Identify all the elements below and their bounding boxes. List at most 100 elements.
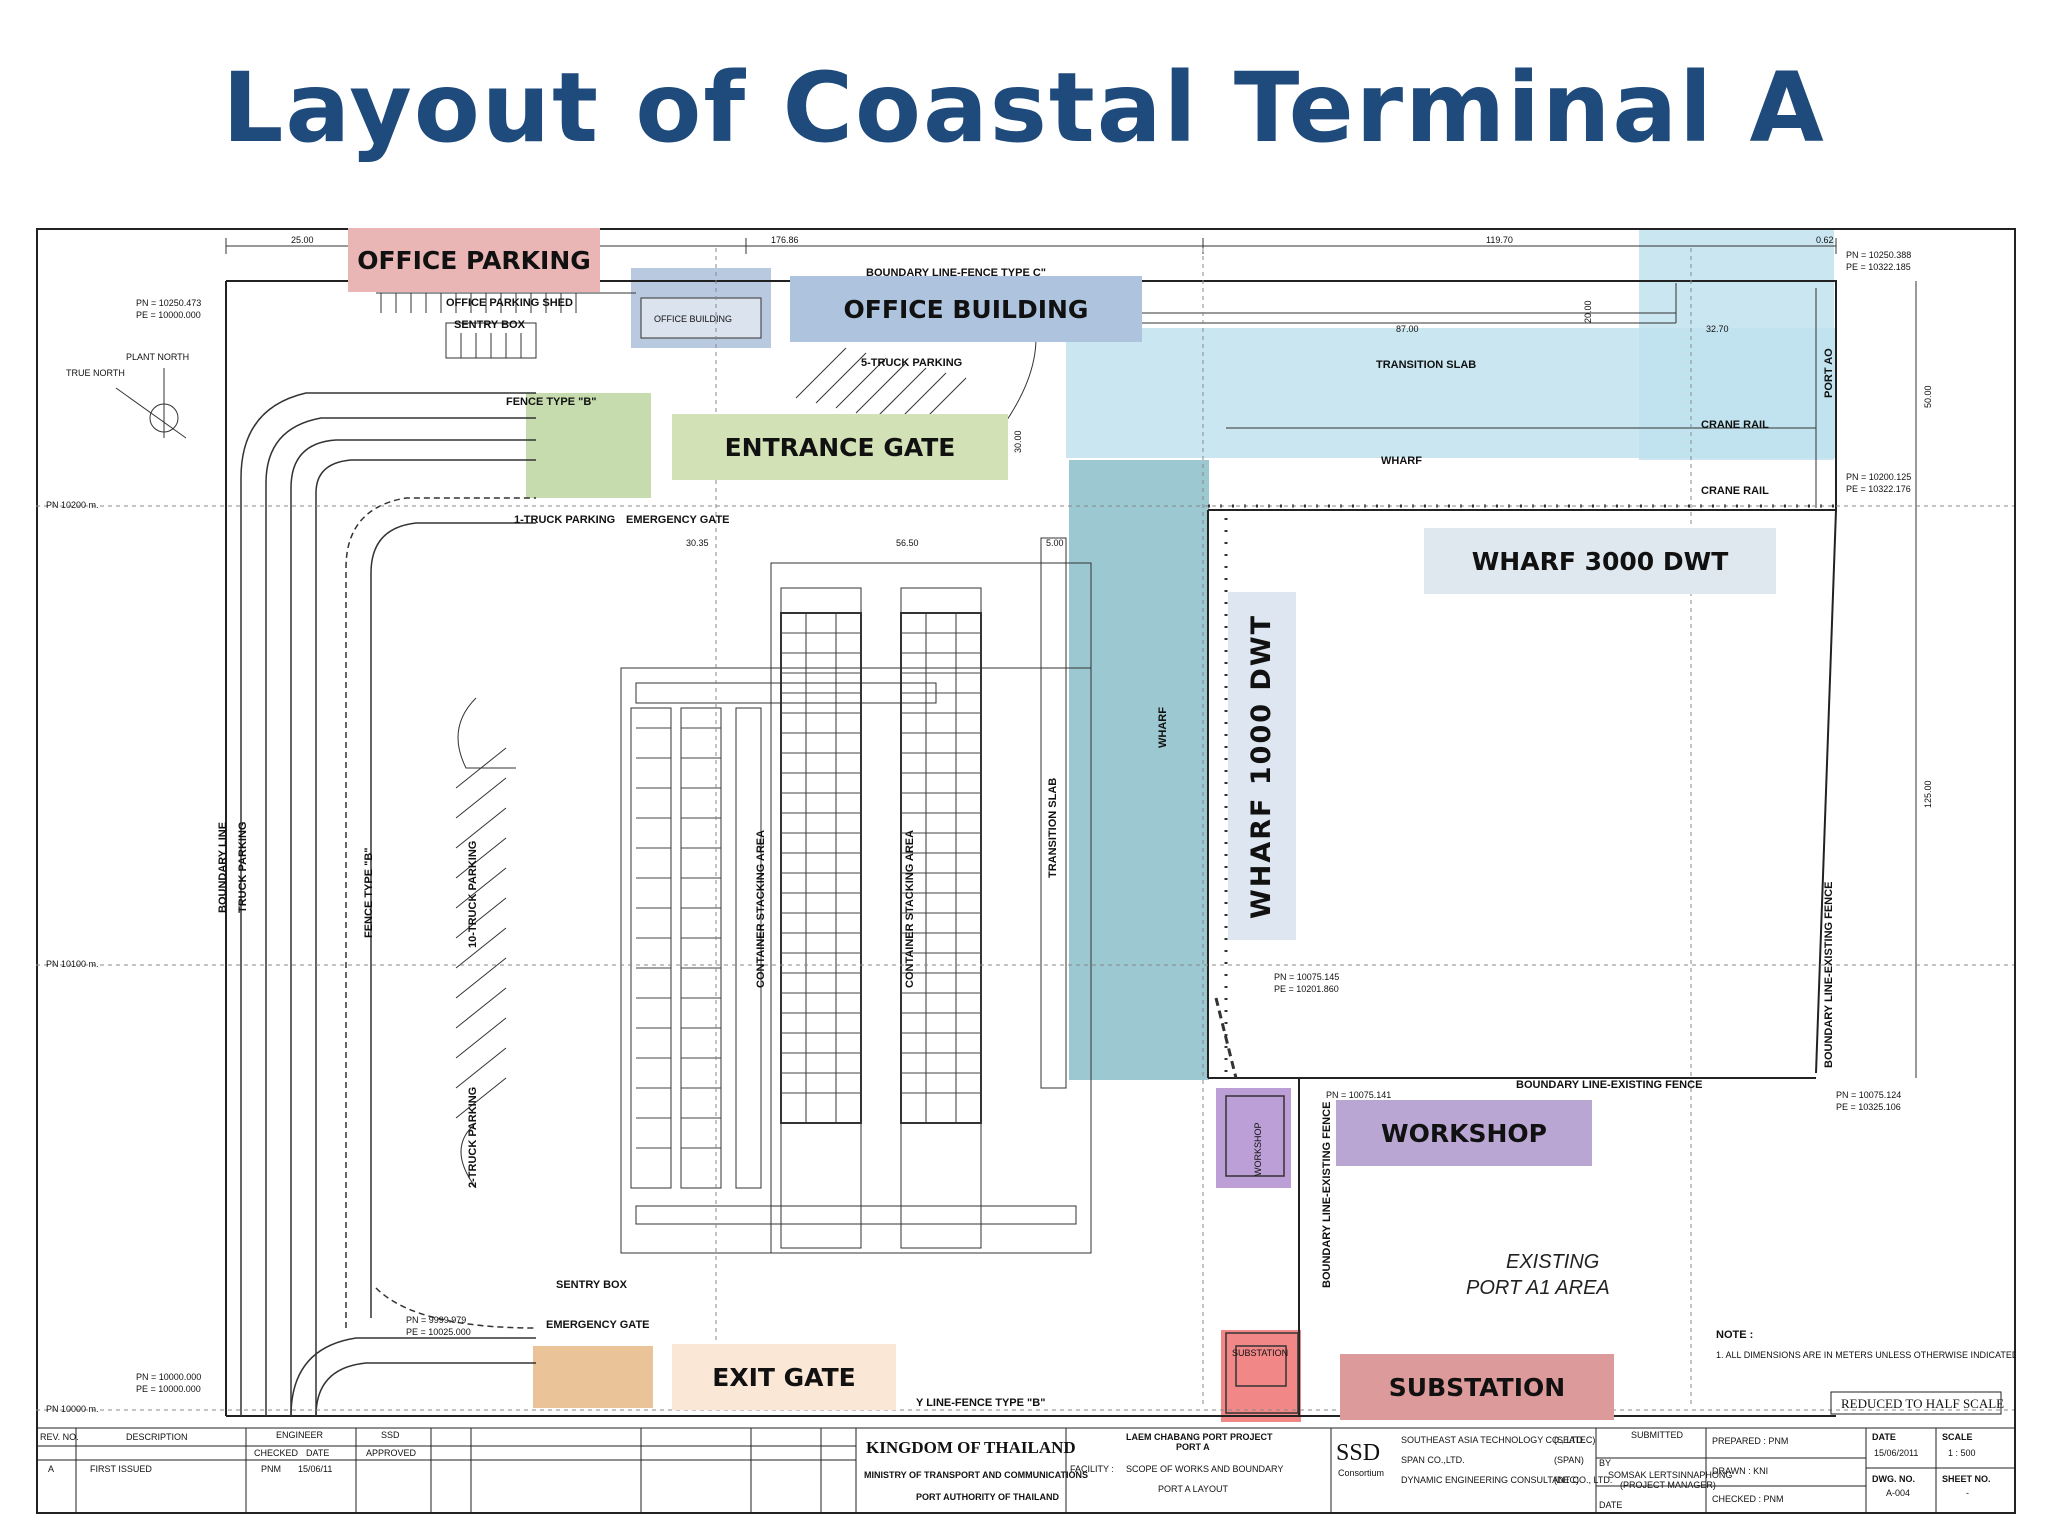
tb-submitted: SUBMITTED xyxy=(1631,1430,1684,1440)
boundary-fence-b-bottom-label: Y LINE-FENCE TYPE "B" xyxy=(916,1397,1045,1409)
five-truck-parking-label: 5-TRUCK PARKING xyxy=(861,357,962,369)
dim-50: 50.00 xyxy=(1923,385,1933,408)
drawing-border xyxy=(36,228,2016,1514)
grid-pn-10200: PN 10200 m. xyxy=(46,500,99,510)
exit-gate-callout: EXIT GATE xyxy=(672,1344,896,1410)
exit-gate-zone xyxy=(533,1346,653,1408)
tb-co2: SPAN CO.,LTD. xyxy=(1401,1455,1465,1465)
tb-ministry: MINISTRY OF TRANSPORT AND COMMUNICATIONS xyxy=(864,1470,1088,1480)
coord-5a: PN = 10075.141 xyxy=(1326,1090,1391,1100)
fence-type-b-vertical-label: FENCE TYPE "B" xyxy=(363,848,375,939)
coord-8b: PE = 10000.000 xyxy=(136,1384,201,1394)
cad-drawing-svg: OFFICE PARKING SHED SENTRY BOX FENCE TYP… xyxy=(36,228,2021,1514)
port-ao-label: PORT AO xyxy=(1823,348,1835,398)
plant-north-label: PLANT NORTH xyxy=(126,352,189,362)
tb-date: DATE xyxy=(306,1448,329,1458)
wharf-top-right-zone xyxy=(1639,230,1834,460)
page-title: Layout of Coastal Terminal A xyxy=(222,52,1826,164)
dim-119: 119.70 xyxy=(1486,235,1513,245)
boundary-line-label: BOUNDARY LINE xyxy=(217,822,229,913)
emergency-gate-label: EMERGENCY GATE xyxy=(626,514,730,526)
dim-20: 20.00 xyxy=(1583,300,1593,323)
coord-2b: PE = 10322.185 xyxy=(1846,262,1911,272)
tb-description: DESCRIPTION xyxy=(126,1432,188,1442)
tb-scope: SCOPE OF WORKS AND BOUNDARY xyxy=(1126,1464,1283,1474)
wharf-label: WHARF xyxy=(1381,455,1422,467)
coord-7b: PE = 10025.000 xyxy=(406,1327,471,1337)
dim-176: 176.86 xyxy=(771,235,799,245)
emergency-gate-bottom-label: EMERGENCY GATE xyxy=(546,1319,650,1331)
boundary-existing-fence-vertical-label: BOUNDARY LINE-EXISTING FENCE xyxy=(1321,1102,1333,1288)
coord-7a: PN = 9999.979 xyxy=(406,1315,466,1325)
entrance-gate-zone xyxy=(526,393,651,498)
ten-truck-parking xyxy=(455,697,516,1189)
sentry-box-bottom-label: SENTRY BOX xyxy=(556,1279,628,1291)
tb-checked-by: CHECKED : PNM xyxy=(1712,1494,1784,1504)
wharf-3000-callout: WHARF 3000 DWT xyxy=(1424,528,1776,594)
boundary-existing-fence-label: BOUNDARY LINE-EXISTING FENCE xyxy=(1516,1079,1702,1091)
ten-truck-parking-label: 10-TRUCK PARKING xyxy=(467,841,479,948)
reduced-scale-label: REDUCED TO HALF SCALE xyxy=(1841,1396,2004,1411)
title-block-lines xyxy=(36,1391,2014,1513)
coord-6b: PE = 10325.106 xyxy=(1836,1102,1901,1112)
tb-sheet-val: - xyxy=(1966,1488,1969,1498)
tb-co3s: (DEC) xyxy=(1554,1475,1579,1485)
grid-pn-10000: PN 10000 m. xyxy=(46,1404,99,1414)
coord-4a: PN = 10075.145 xyxy=(1274,972,1339,982)
tb-sheet-no: SHEET NO. xyxy=(1942,1474,1991,1484)
existing-port-label-1: EXISTING xyxy=(1506,1251,1599,1273)
container-stacking-label-2: CONTAINER STACKING AREA xyxy=(904,830,916,988)
dim-87: 87.00 xyxy=(1396,324,1419,334)
tb-co3: DYNAMIC ENGINEERING CONSULTANT CO., LTD. xyxy=(1401,1475,1612,1485)
tb-manager-title: (PROJECT MANAGER) xyxy=(1620,1480,1716,1490)
wharf-1000-callout-text: WHARF 1000 DWT xyxy=(1246,613,1278,919)
tb-port-a-layout: PORT A LAYOUT xyxy=(1158,1484,1229,1494)
dim-3035: 30.35 xyxy=(686,538,709,548)
dim-3270: 32.70 xyxy=(1706,324,1729,334)
substation-zone xyxy=(1221,1330,1301,1422)
coord-8a: PN = 10000.000 xyxy=(136,1372,201,1382)
port-layout-drawing: OFFICE PARKING SHED SENTRY BOX FENCE TYP… xyxy=(36,228,2021,1514)
office-parking-shed-label: OFFICE PARKING SHED xyxy=(446,297,573,309)
container-grid-rows xyxy=(636,632,981,1149)
crane-rail-label-2: CRANE RAIL xyxy=(1701,485,1769,497)
true-north-label: TRUE NORTH xyxy=(66,368,125,378)
office-building-callout: OFFICE BUILDING xyxy=(790,276,1142,342)
dim-30: 30.00 xyxy=(1013,430,1023,453)
tb-date-full: 15/06/2011 xyxy=(1874,1448,1918,1458)
dim-125: 125.00 xyxy=(1923,780,1933,808)
tb-ssd-logo: SSD xyxy=(1336,1440,1380,1466)
office-parking-callout: OFFICE PARKING xyxy=(348,228,600,292)
fence-type-b-label: FENCE TYPE "B" xyxy=(506,396,597,408)
entrance-gate-callout: ENTRANCE GATE xyxy=(672,414,1008,480)
coord-3a: PN = 10200.125 xyxy=(1846,472,1911,482)
tb-manager-name: SOMSAK LERTSINNAPHONG xyxy=(1608,1470,1732,1480)
substation-callout: SUBSTATION xyxy=(1340,1354,1614,1420)
tb-date-lbl: DATE xyxy=(1599,1500,1622,1510)
tb-dwg-no: DWG. NO. xyxy=(1872,1474,1915,1484)
tb-facility: FACILITY : xyxy=(1070,1464,1114,1474)
tb-co2s: (SPAN) xyxy=(1554,1455,1584,1465)
coord-1a: PN = 10250.473 xyxy=(136,298,201,308)
note-title: NOTE : xyxy=(1716,1329,1753,1341)
container-stacking-area xyxy=(620,537,1092,1254)
tb-prepared: PREPARED : PNM xyxy=(1712,1436,1788,1446)
coord-4b: PE = 10201.860 xyxy=(1274,984,1339,994)
tb-consortium: Consortium xyxy=(1338,1468,1384,1478)
tb-approved: APPROVED xyxy=(366,1448,417,1458)
tb-scale-hdr: SCALE xyxy=(1942,1432,1973,1442)
workshop-small-label: WORKSHOP xyxy=(1253,1122,1263,1176)
dim-500: 5.00 xyxy=(1046,538,1064,548)
wharf-1000-zone xyxy=(1069,460,1209,1080)
grid-pn-10100: PN 10100 m. xyxy=(46,959,99,969)
workshop-zone xyxy=(1216,1088,1291,1188)
container-stacking-label-1: CONTAINER STACKING AREA xyxy=(755,830,767,988)
tb-by: BY xyxy=(1599,1458,1611,1468)
tb-date-hdr: DATE xyxy=(1872,1432,1896,1442)
workshop-callout: WORKSHOP xyxy=(1336,1100,1592,1166)
boundary-existing-fence-right-label: BOUNDARY LINE-EXISTING FENCE xyxy=(1823,882,1835,1068)
coord-6a: PN = 10075.124 xyxy=(1836,1090,1901,1100)
tb-checked: CHECKED xyxy=(254,1448,299,1458)
tb-rev-a: A xyxy=(48,1464,54,1474)
coord-1b: PE = 10000.000 xyxy=(136,310,201,320)
